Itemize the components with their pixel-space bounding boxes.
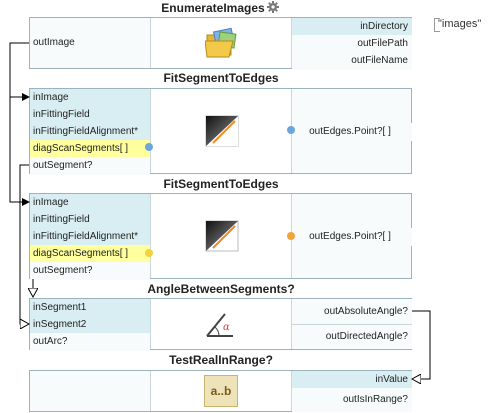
diag-indicator-dot	[145, 143, 153, 151]
block-test-real-in-range[interactable]: a..b inValue outIsInRange?	[29, 370, 412, 412]
port-out-edges[interactable]: outEdges.Point?[ ]	[292, 228, 412, 246]
constant-bracket	[434, 18, 440, 32]
edges-indicator-dot	[287, 126, 295, 134]
block-icon-area	[150, 18, 292, 68]
port-out-image[interactable]: outImage	[30, 34, 150, 52]
block-fit-segment-2[interactable]: inImage inFittingField inFittingFieldAli…	[29, 193, 412, 280]
folder-images-icon	[205, 27, 237, 58]
block-fit-segment-1[interactable]: inImage inFittingField inFittingFieldAli…	[29, 88, 412, 175]
port-out-absolute-angle[interactable]: outAbsoluteAngle?	[292, 299, 412, 325]
block-icon-area: α	[150, 299, 292, 349]
gear-icon[interactable]	[266, 1, 279, 16]
angle-icon: α	[206, 313, 233, 337]
wire-out-image-to-fit2	[9, 97, 30, 206]
port-out-is-in-range[interactable]: outIsInRange?	[292, 388, 412, 412]
block-title-text: EnumerateImages	[161, 1, 265, 15]
block-icon-area: a..b	[150, 371, 292, 411]
port-out-edges[interactable]: outEdges.Point?[ ]	[292, 123, 412, 141]
block-title-test-real-in-range[interactable]: TestRealInRange?	[169, 353, 273, 367]
block-icon-area	[150, 89, 292, 173]
block-enumerate-images[interactable]: outImage inDirectory outFilePath outFile…	[29, 17, 412, 70]
port-out-directed-angle[interactable]: outDirectedAngle?	[292, 325, 412, 349]
constant-images[interactable]: "images"	[438, 18, 482, 30]
block-title-enumerate-images[interactable]: EnumerateImages	[150, 1, 290, 16]
svg-text:α: α	[223, 322, 230, 333]
block-angle-between-segments[interactable]: inSegment1 inSegment2 outArc? α outAbsol…	[29, 298, 412, 351]
edges-indicator-dot	[287, 232, 295, 240]
port-out-file-name[interactable]: outFileName	[292, 52, 412, 70]
fit-segment-icon	[205, 115, 239, 147]
wire-angle-to-invalue	[412, 310, 431, 379]
port-out-arc[interactable]: outArc?	[30, 333, 150, 351]
port-out-segment[interactable]: outSegment?	[30, 157, 150, 175]
block-title-fit-segment-2[interactable]: FitSegmentToEdges	[163, 177, 279, 191]
range-ab-icon: a..b	[204, 375, 238, 407]
block-icon-area	[150, 194, 292, 278]
block-title-angle-between-segments[interactable]: AngleBetweenSegments?	[147, 282, 295, 296]
block-title-fit-segment-1[interactable]: FitSegmentToEdges	[163, 71, 279, 85]
wire-segment1-to-angle	[19, 164, 29, 324]
diag-indicator-dot	[145, 249, 153, 257]
port-out-segment[interactable]: outSegment?	[30, 262, 150, 280]
fit-segment-icon	[205, 220, 239, 252]
wire-out-image-to-fit1	[9, 42, 30, 101]
